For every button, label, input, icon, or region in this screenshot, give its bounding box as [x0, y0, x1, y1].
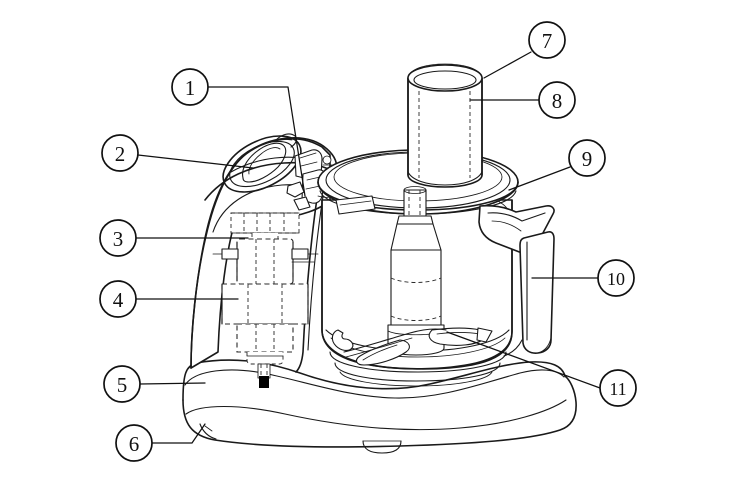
callout-6-label: 6	[129, 432, 140, 456]
callout-2-label: 2	[115, 142, 126, 166]
bowl-handle	[478, 204, 555, 357]
leader-line-6	[151, 423, 206, 444]
callout-5[interactable]: 5	[103, 365, 141, 403]
motor-drive-shaft-tip	[259, 376, 269, 388]
callout-2-circle[interactable]	[101, 134, 139, 172]
leader-line-9	[508, 166, 571, 191]
leader-line-2	[137, 154, 254, 169]
leader-line-1	[207, 86, 306, 197]
motor-assembly-hidden	[212, 212, 319, 388]
callout-6-circle[interactable]	[115, 424, 153, 462]
callout-1-label: 1	[185, 76, 196, 100]
callout-6[interactable]: 6	[115, 424, 153, 462]
callout-3-label: 3	[113, 227, 124, 251]
callout-10-circle[interactable]	[597, 259, 635, 297]
callout-3[interactable]: 3	[99, 219, 137, 257]
callout-4-circle[interactable]	[99, 280, 137, 318]
leader-line-5	[139, 382, 206, 385]
callout-8-circle[interactable]	[538, 81, 576, 119]
callout-1-circle[interactable]	[171, 68, 209, 106]
callout-7-label: 7	[542, 29, 553, 53]
callout-2[interactable]: 2	[101, 134, 139, 172]
blade-assembly	[331, 186, 493, 366]
leader-line-11	[446, 331, 601, 389]
callout-5-label: 5	[117, 373, 128, 397]
leader-lines	[135, 51, 601, 444]
callout-10-label: 10	[607, 269, 625, 289]
callout-markers: 1 2 3 4 5 6 7	[99, 21, 637, 462]
callout-1[interactable]: 1	[171, 68, 209, 106]
callout-7-circle[interactable]	[528, 21, 566, 59]
s-blade-chopping-blade	[331, 327, 493, 366]
callout-11-label: 11	[609, 379, 626, 399]
callout-9[interactable]: 9	[568, 139, 606, 177]
callout-4[interactable]: 4	[99, 280, 137, 318]
callout-11[interactable]: 11	[599, 369, 637, 407]
callout-11-circle[interactable]	[599, 369, 637, 407]
speed-control-dial[interactable]	[214, 124, 310, 203]
feed-chute-tube	[407, 63, 483, 188]
callout-3-circle[interactable]	[99, 219, 137, 257]
leader-line-7	[483, 51, 532, 79]
callout-5-circle[interactable]	[103, 365, 141, 403]
callout-10[interactable]: 10	[597, 259, 635, 297]
callout-8-label: 8	[552, 89, 563, 113]
callout-7[interactable]: 7	[528, 21, 566, 59]
callout-9-label: 9	[582, 147, 593, 171]
callout-4-label: 4	[113, 288, 124, 312]
callout-9-circle[interactable]	[568, 139, 606, 177]
callout-8[interactable]: 8	[538, 81, 576, 119]
